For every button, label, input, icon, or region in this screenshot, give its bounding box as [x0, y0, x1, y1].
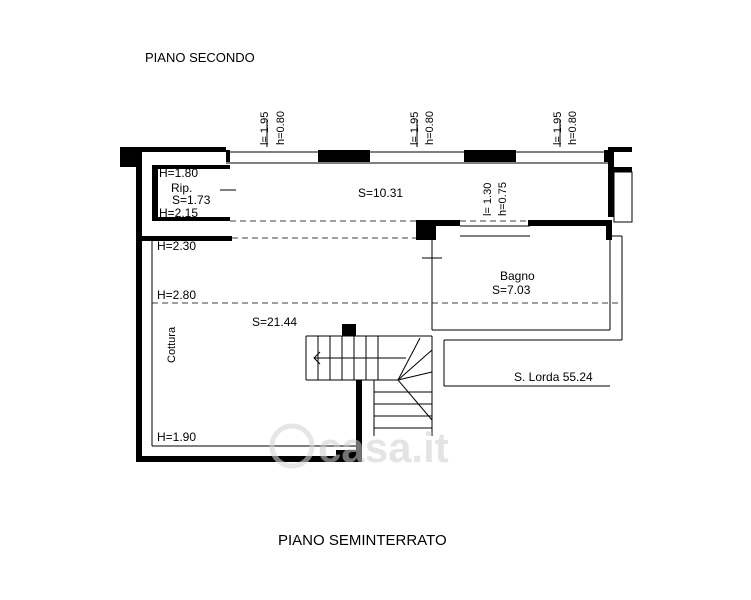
bagno-room: Bagno S=7.03 [431, 235, 623, 341]
watermark: casa.it [269, 423, 449, 471]
gross-area-callout: S. Lorda 55.24 [444, 370, 610, 387]
watermark-logo-icon [269, 423, 315, 469]
main-h3: H=1.90 [157, 430, 196, 444]
svg-text:h=0.80: h=0.80 [275, 111, 287, 145]
main-area: S=21.44 [252, 315, 297, 329]
rip-area: S=1.73 [172, 193, 211, 207]
cottura-label: Cottura [166, 326, 178, 363]
title-piano-seminterrato: PIANO SEMINTERRATO [278, 532, 447, 549]
svg-text:h=0.75: h=0.75 [497, 182, 509, 216]
watermark-text: casa.it [318, 424, 449, 471]
svg-text:h=0.80: h=0.80 [567, 111, 579, 145]
rip-h-bottom: H=2.15 [159, 206, 198, 220]
gross-area-label: S. Lorda 55.24 [514, 370, 593, 384]
svg-text:l= 1.95: l= 1.95 [409, 112, 421, 145]
window-label-1: l= 1.95 h=0.80 [259, 111, 287, 147]
title-piano-secondo: PIANO SECONDO [145, 50, 255, 65]
window-label-3: l= 1.95 h=0.80 [552, 111, 579, 147]
rip-name: Rip. [171, 181, 192, 195]
window-label-4: l= 1.30 h=0.75 [482, 182, 509, 216]
middle-wall [136, 220, 612, 270]
bagno-area: S=7.03 [492, 283, 531, 297]
window-sill-1 [318, 150, 370, 162]
right-stub [613, 171, 633, 223]
staircase [305, 324, 445, 462]
window-sill-2 [464, 150, 516, 162]
top-wall [120, 147, 632, 217]
rip-h-top: H=1.80 [159, 166, 198, 180]
main-room: H=2.30 H=2.80 S=21.44 Cottura H=1.90 [136, 236, 342, 462]
window-label-2: l= 1.95 h=0.80 [409, 111, 436, 147]
svg-text:h=0.80: h=0.80 [424, 111, 436, 145]
bagno-name: Bagno [500, 269, 535, 283]
main-h2: H=2.80 [157, 288, 196, 302]
main-h1: H=2.30 [157, 239, 196, 253]
ripostiglio-room: H=1.80 Rip. S=1.73 H=2.15 [136, 152, 236, 242]
corridor-area: S=10.31 [358, 186, 403, 200]
svg-text:l= 1.95: l= 1.95 [552, 112, 564, 145]
svg-text:l= 1.30: l= 1.30 [482, 183, 494, 216]
svg-text:l= 1.95: l= 1.95 [259, 112, 271, 145]
